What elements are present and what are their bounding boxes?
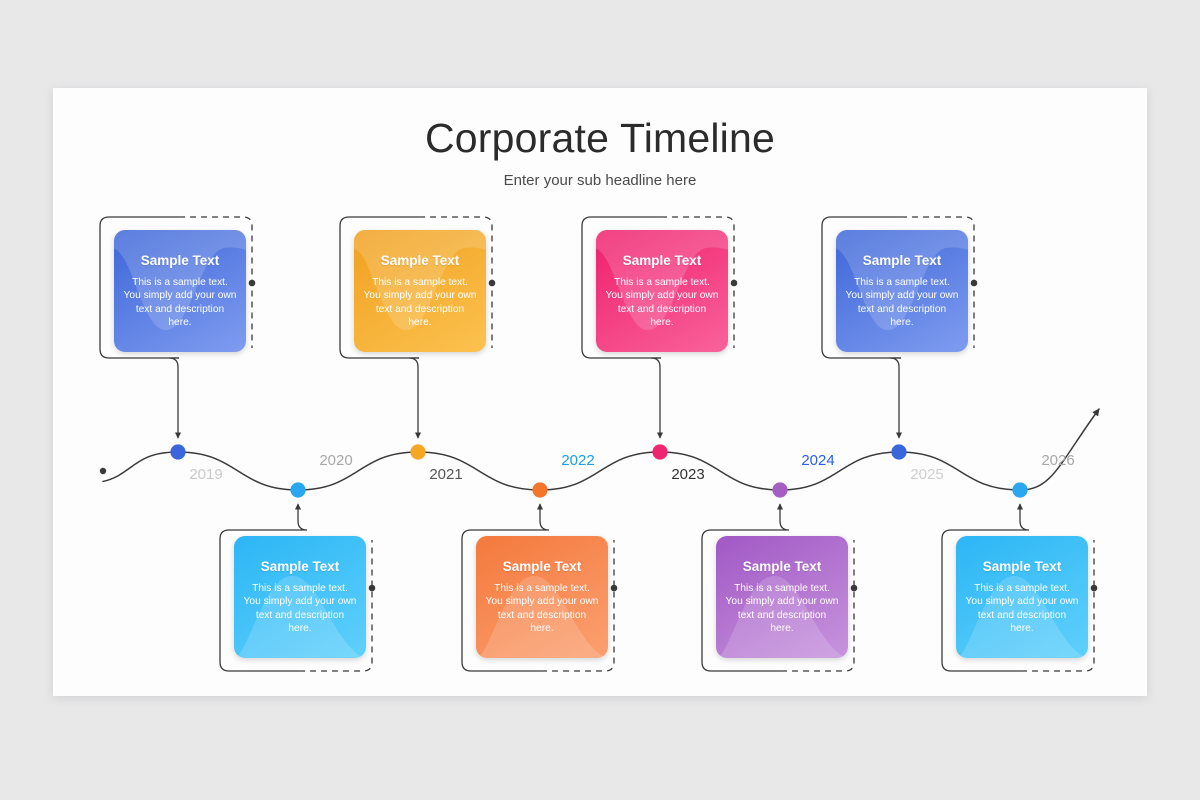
card-description: This is a sample text. You simply add yo…: [363, 276, 477, 328]
year-label-2026: 2026: [1041, 452, 1075, 469]
card-title: Sample Text: [862, 252, 942, 268]
card-frame-solid-top-3: [581, 216, 662, 359]
card-frame-dot-top-3: [730, 279, 738, 287]
card-frame-solid-bottom-3: [701, 529, 782, 672]
card-frame-dashed-top-4: [901, 216, 975, 348]
milestone-dot-2021[interactable]: [410, 444, 426, 460]
slide-canvas: Corporate Timeline Enter your sub headli…: [53, 88, 1147, 696]
connector-top-1: [168, 357, 182, 439]
year-label-2019: 2019: [189, 466, 223, 483]
timeline-stage: Corporate Timeline Enter your sub headli…: [53, 88, 1147, 696]
year-label-2023: 2023: [671, 466, 705, 483]
card-title: Sample Text: [502, 558, 582, 574]
year-label-2024: 2024: [801, 452, 835, 469]
card-description: This is a sample text. You simply add yo…: [123, 276, 237, 328]
year-label-2020: 2020: [319, 452, 353, 469]
card-frame-solid-top-2: [339, 216, 420, 359]
card-frame-dot-top-1: [248, 279, 256, 287]
card-frame-solid-top-1: [99, 216, 180, 359]
connector-bottom-3: [776, 503, 790, 531]
card-frame-dot-bottom-4: [1090, 584, 1098, 592]
milestone-dot-2019[interactable]: [170, 444, 186, 460]
card-description: This is a sample text. You simply add yo…: [725, 582, 839, 634]
card-frame-dashed-top-2: [419, 216, 493, 348]
connector-layer: [99, 216, 1098, 672]
card-frame-solid-bottom-2: [461, 529, 542, 672]
card-frame-solid-top-4: [821, 216, 902, 359]
card-frames: [99, 216, 1098, 672]
connector-top-4: [889, 357, 903, 439]
connector-top-3: [650, 357, 664, 439]
timeline-start-dot: [99, 467, 107, 475]
milestone-dot-2025[interactable]: [891, 444, 907, 460]
card-frame-dashed-bottom-3: [781, 540, 855, 672]
milestone-dot-2022[interactable]: [532, 482, 548, 498]
card-title: Sample Text: [622, 252, 702, 268]
year-label-2025: 2025: [910, 466, 944, 483]
card-title: Sample Text: [260, 558, 340, 574]
timeline-curve-layer: [99, 408, 1100, 498]
card-frame-dot-top-4: [970, 279, 978, 287]
page-title: Corporate Timeline: [425, 115, 775, 161]
card-frame-solid-bottom-4: [941, 529, 1022, 672]
card-description: This is a sample text. You simply add yo…: [605, 276, 719, 328]
milestone-dot-2023[interactable]: [652, 444, 668, 460]
card-description: This is a sample text. You simply add yo…: [243, 582, 357, 634]
card-title: Sample Text: [380, 252, 460, 268]
year-label-2021: 2021: [429, 466, 463, 483]
card-frame-solid-bottom-1: [219, 529, 300, 672]
connector-bottom-4: [1016, 503, 1030, 531]
card-connectors: [168, 357, 1030, 531]
card-title: Sample Text: [982, 558, 1062, 574]
card-description: This is a sample text. You simply add yo…: [485, 582, 599, 634]
card-title: Sample Text: [742, 558, 822, 574]
connector-top-2: [408, 357, 422, 439]
card-description: This is a sample text. You simply add yo…: [845, 276, 959, 328]
page-subtitle: Enter your sub headline here: [503, 172, 697, 189]
card-frame-dashed-bottom-1: [299, 540, 373, 672]
milestone-dot-2020[interactable]: [290, 482, 306, 498]
connector-bottom-2: [536, 503, 550, 531]
milestone-dot-2024[interactable]: [772, 482, 788, 498]
card-frame-dashed-top-3: [661, 216, 735, 348]
card-description: This is a sample text. You simply add yo…: [965, 582, 1079, 634]
card-frame-dot-bottom-3: [850, 584, 858, 592]
year-label-2022: 2022: [561, 452, 595, 469]
card-frame-dashed-top-1: [179, 216, 253, 348]
card-frame-dashed-bottom-4: [1021, 540, 1095, 672]
card-frame-dot-bottom-2: [610, 584, 618, 592]
card-title: Sample Text: [140, 252, 220, 268]
card-frame-dot-bottom-1: [368, 584, 376, 592]
card-frame-dot-top-2: [488, 279, 496, 287]
milestone-dot-2026[interactable]: [1012, 482, 1028, 498]
milestone-dots: [170, 444, 1028, 498]
timeline-curve: [102, 408, 1100, 491]
card-frame-dashed-bottom-2: [541, 540, 615, 672]
connector-bottom-1: [294, 503, 308, 531]
